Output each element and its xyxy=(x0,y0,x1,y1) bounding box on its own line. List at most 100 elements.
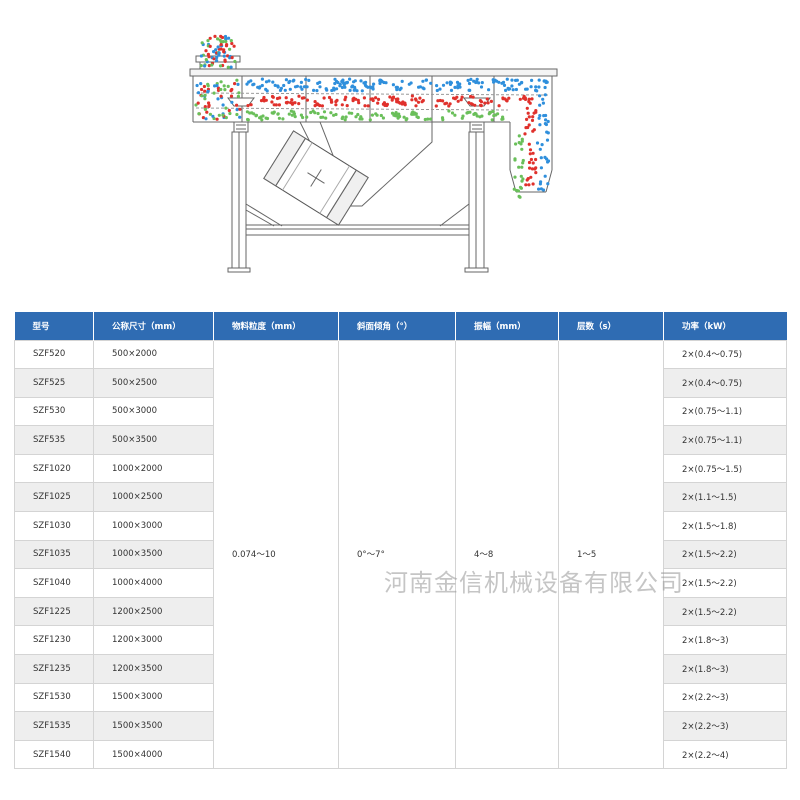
particle-dot xyxy=(236,94,240,98)
particle-dot xyxy=(204,49,208,53)
particle-dot xyxy=(510,78,514,82)
particle-dot xyxy=(350,111,354,115)
particle-dot xyxy=(507,96,511,100)
particle-dot xyxy=(410,98,414,102)
particle-dot xyxy=(249,103,253,107)
particle-dot xyxy=(530,167,535,171)
cell-size: 1500×4000 xyxy=(93,739,214,770)
particle-dot xyxy=(445,81,449,85)
particle-dot xyxy=(207,103,211,107)
particle-dot xyxy=(540,143,544,147)
particle-dot xyxy=(343,98,347,102)
particle-dot xyxy=(514,142,518,146)
particle-dot xyxy=(368,85,372,89)
particle-dot xyxy=(333,81,337,86)
particle-dot xyxy=(229,94,234,98)
particle-dot xyxy=(504,88,508,92)
particle-dot xyxy=(321,115,325,119)
particle-dot xyxy=(513,175,517,179)
cell-model: SZF1230 xyxy=(14,625,94,656)
particle-dot xyxy=(441,118,445,122)
particle-dot xyxy=(520,165,524,169)
particle-dot xyxy=(289,101,293,105)
particle-dot xyxy=(534,85,538,89)
particle-dot xyxy=(221,40,225,44)
particle-dot xyxy=(534,171,538,175)
particle-dot xyxy=(213,34,217,39)
particle-dot xyxy=(212,91,216,95)
particle-dot xyxy=(520,147,524,151)
particle-dot xyxy=(392,112,396,116)
cell-model: SZF530 xyxy=(14,396,94,427)
particle-dot xyxy=(202,84,206,89)
particle-dot xyxy=(447,104,451,108)
particle-dot xyxy=(528,148,533,152)
cell-merged-angle: 0°～7° xyxy=(338,339,456,770)
particle-dot xyxy=(216,86,220,90)
particle-dot xyxy=(233,59,237,64)
cell-power: 2×(1.5～1.8) xyxy=(663,511,787,541)
particle-dot xyxy=(355,89,359,93)
particle-dot xyxy=(307,78,311,82)
particle-dot xyxy=(485,97,489,101)
particle-dot xyxy=(447,109,451,113)
particle-dot xyxy=(217,113,221,117)
cell-size: 1000×3500 xyxy=(93,539,214,570)
particle-dot xyxy=(219,47,223,51)
particle-dot xyxy=(222,54,226,58)
screen-box-rim xyxy=(189,68,558,77)
particle-dot xyxy=(320,104,324,108)
particle-dot xyxy=(352,80,356,84)
particle-dot xyxy=(531,182,535,186)
particle-dot xyxy=(204,117,208,121)
cell-model: SZF1030 xyxy=(14,511,94,541)
particle-dot xyxy=(271,95,275,99)
cell-power: 2×(0.4～0.75) xyxy=(663,339,787,370)
particle-dot xyxy=(480,114,484,118)
particle-dot xyxy=(284,96,288,100)
particle-dot xyxy=(531,151,535,155)
particle-dot xyxy=(369,97,373,101)
particle-dot xyxy=(289,109,293,113)
particle-dot xyxy=(529,157,534,162)
header-power: 功率（kW） xyxy=(663,312,787,340)
particle-dot xyxy=(525,117,529,121)
particle-dot xyxy=(410,94,414,98)
particle-dot xyxy=(526,111,530,115)
particle-dot xyxy=(489,99,493,103)
particle-dot xyxy=(521,177,525,181)
particle-dot xyxy=(421,98,425,103)
particle-dot xyxy=(302,96,306,100)
particle-dot xyxy=(366,104,370,108)
particle-dot xyxy=(245,82,249,86)
particle-dot xyxy=(492,80,496,84)
particle-dot xyxy=(505,98,509,103)
particle-dot xyxy=(224,39,228,44)
particle-dot xyxy=(287,112,291,116)
particle-dot xyxy=(357,101,361,105)
particle-dot xyxy=(456,99,460,103)
particle-dot xyxy=(497,104,501,108)
particle-dot xyxy=(350,85,354,89)
cell-merged-amplitude: 4～8 xyxy=(455,339,559,770)
particle-dot xyxy=(344,95,348,99)
particle-dot xyxy=(210,63,214,67)
particle-dot xyxy=(491,78,495,82)
particle-dot xyxy=(351,97,355,101)
cell-power: 2×(2.2～4) xyxy=(663,739,787,770)
particle-dot xyxy=(203,107,207,111)
cell-model: SZF1530 xyxy=(14,682,94,713)
particle-dot xyxy=(218,64,223,68)
particle-dot xyxy=(534,157,538,162)
particle-dot xyxy=(334,112,338,117)
particle-dot xyxy=(224,106,228,110)
particle-dot xyxy=(435,84,439,88)
particle-dot xyxy=(514,87,519,92)
cell-power: 2×(1.8～3) xyxy=(663,654,787,684)
cell-model: SZF1235 xyxy=(14,654,94,684)
particle-dot xyxy=(325,88,329,92)
particle-dot xyxy=(376,97,381,101)
particle-dot xyxy=(545,157,549,161)
